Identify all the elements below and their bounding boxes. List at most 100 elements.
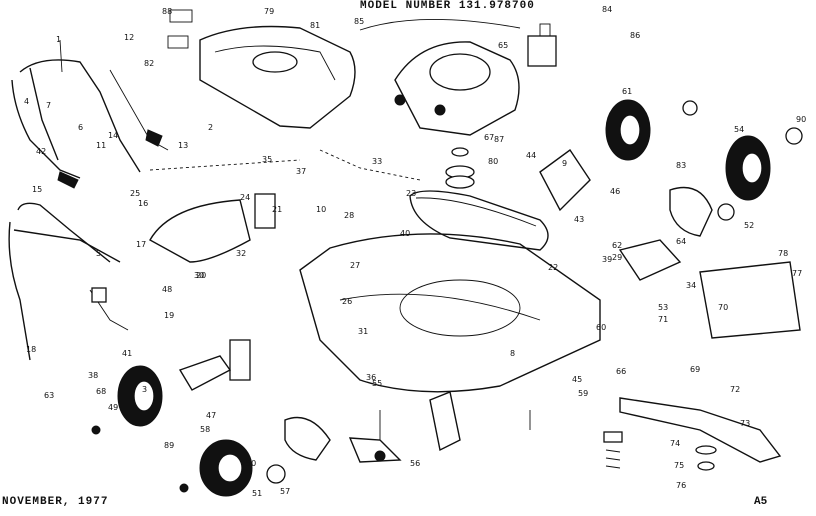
callout-41: 41 xyxy=(122,349,132,358)
callout-1: 1 xyxy=(56,35,61,44)
callout-5: 5 xyxy=(96,249,101,258)
cutting-blade xyxy=(619,397,782,463)
callout-85: 85 xyxy=(354,17,364,26)
control-box xyxy=(527,23,557,67)
callout-79: 79 xyxy=(264,7,274,16)
callout-12: 12 xyxy=(124,33,134,42)
callout-16: 16 xyxy=(138,199,148,208)
callout-29: 29 xyxy=(612,253,622,262)
callout-86: 86 xyxy=(630,31,640,40)
callout-54: 54 xyxy=(734,125,744,134)
mower-deck xyxy=(149,149,601,393)
callout-28: 28 xyxy=(344,211,354,220)
callout-88: 88 xyxy=(162,7,172,16)
callout-18: 18 xyxy=(26,345,36,354)
callout-63: 63 xyxy=(44,391,54,400)
callout-80: 80 xyxy=(488,157,498,166)
callout-44: 44 xyxy=(526,151,536,160)
callout-71: 71 xyxy=(658,315,668,324)
footer-page-number: A5 xyxy=(754,496,768,508)
rear-skirt xyxy=(699,261,801,339)
callout-64: 64 xyxy=(676,237,686,246)
callout-13: 13 xyxy=(178,141,188,150)
engine-shroud xyxy=(167,9,356,129)
callout-30: 30 xyxy=(194,271,204,280)
callout-83: 83 xyxy=(676,161,686,170)
callout-89: 89 xyxy=(164,441,174,450)
callout-35: 35 xyxy=(262,155,272,164)
callout-46: 46 xyxy=(610,187,620,196)
wheel-front-left xyxy=(117,365,163,427)
callout-59: 59 xyxy=(578,389,588,398)
throttle-control xyxy=(57,129,163,189)
callout-25: 25 xyxy=(130,189,140,198)
upper-handle xyxy=(11,39,169,179)
callout-47: 47 xyxy=(206,411,216,420)
callout-70: 70 xyxy=(718,303,728,312)
callout-32: 32 xyxy=(236,249,246,258)
callout-27: 27 xyxy=(350,261,360,270)
wheel-rear-right-lower xyxy=(725,135,771,201)
wheel-front-bottom xyxy=(199,439,253,497)
callout-62: 62 xyxy=(612,241,622,250)
misc-hardware xyxy=(91,410,531,493)
callout-21: 21 xyxy=(272,205,282,214)
callout-4: 4 xyxy=(24,97,29,106)
callout-77: 77 xyxy=(792,269,802,278)
callout-65: 65 xyxy=(498,41,508,50)
callout-8: 8 xyxy=(510,349,515,358)
callout-22: 22 xyxy=(548,263,558,272)
callout-42: 42 xyxy=(36,147,46,156)
wheel-adjuster-brackets xyxy=(178,149,682,452)
callout-14: 14 xyxy=(108,131,118,140)
callout-60: 60 xyxy=(596,323,606,332)
callout-6: 6 xyxy=(78,123,83,132)
callout-87: 87 xyxy=(494,135,504,144)
callout-33: 33 xyxy=(372,157,382,166)
part-callout-numbers: 1234567891011121314151617181920212223242… xyxy=(24,5,806,498)
side-discharge-chute xyxy=(149,199,251,263)
callout-78: 78 xyxy=(778,249,788,258)
callout-11: 11 xyxy=(96,141,106,150)
callout-40: 40 xyxy=(400,229,410,238)
callout-57: 57 xyxy=(280,487,290,496)
callout-61: 61 xyxy=(622,87,632,96)
model-number-title: MODEL NUMBER 131.978700 xyxy=(360,0,535,12)
callout-48: 48 xyxy=(162,285,172,294)
drive-belt xyxy=(409,190,549,251)
callout-17: 17 xyxy=(136,240,146,249)
drive-gears xyxy=(266,100,803,484)
callout-19: 19 xyxy=(164,311,174,320)
callout-9: 9 xyxy=(562,159,567,168)
callout-67: 67 xyxy=(484,133,494,142)
callout-69: 69 xyxy=(690,365,700,374)
blade-adapter-parts xyxy=(603,431,717,471)
callout-58: 58 xyxy=(200,425,210,434)
callout-24: 24 xyxy=(240,193,250,202)
callout-66: 66 xyxy=(616,367,626,376)
callout-82: 82 xyxy=(144,59,154,68)
callout-76: 76 xyxy=(676,481,686,490)
callout-39: 39 xyxy=(602,255,612,264)
callout-73: 73 xyxy=(740,419,750,428)
callout-26: 26 xyxy=(342,297,352,306)
callout-56: 56 xyxy=(410,459,420,468)
callout-38: 38 xyxy=(88,371,98,380)
callout-51: 51 xyxy=(252,489,262,498)
callout-90: 90 xyxy=(796,115,806,124)
callout-23: 23 xyxy=(406,189,416,198)
callout-10: 10 xyxy=(316,205,326,214)
callout-75: 75 xyxy=(674,461,684,470)
pulley xyxy=(445,147,475,189)
callout-7: 7 xyxy=(46,101,51,110)
callout-31: 31 xyxy=(358,327,368,336)
callout-55: 55 xyxy=(372,379,382,388)
callout-50: 50 xyxy=(246,459,256,468)
footer-date: NOVEMBER, 1977 xyxy=(2,496,109,508)
callout-45: 45 xyxy=(572,375,582,384)
callout-37: 37 xyxy=(296,167,306,176)
callout-84: 84 xyxy=(602,5,612,14)
lower-handle xyxy=(8,202,129,361)
engine xyxy=(359,19,521,136)
